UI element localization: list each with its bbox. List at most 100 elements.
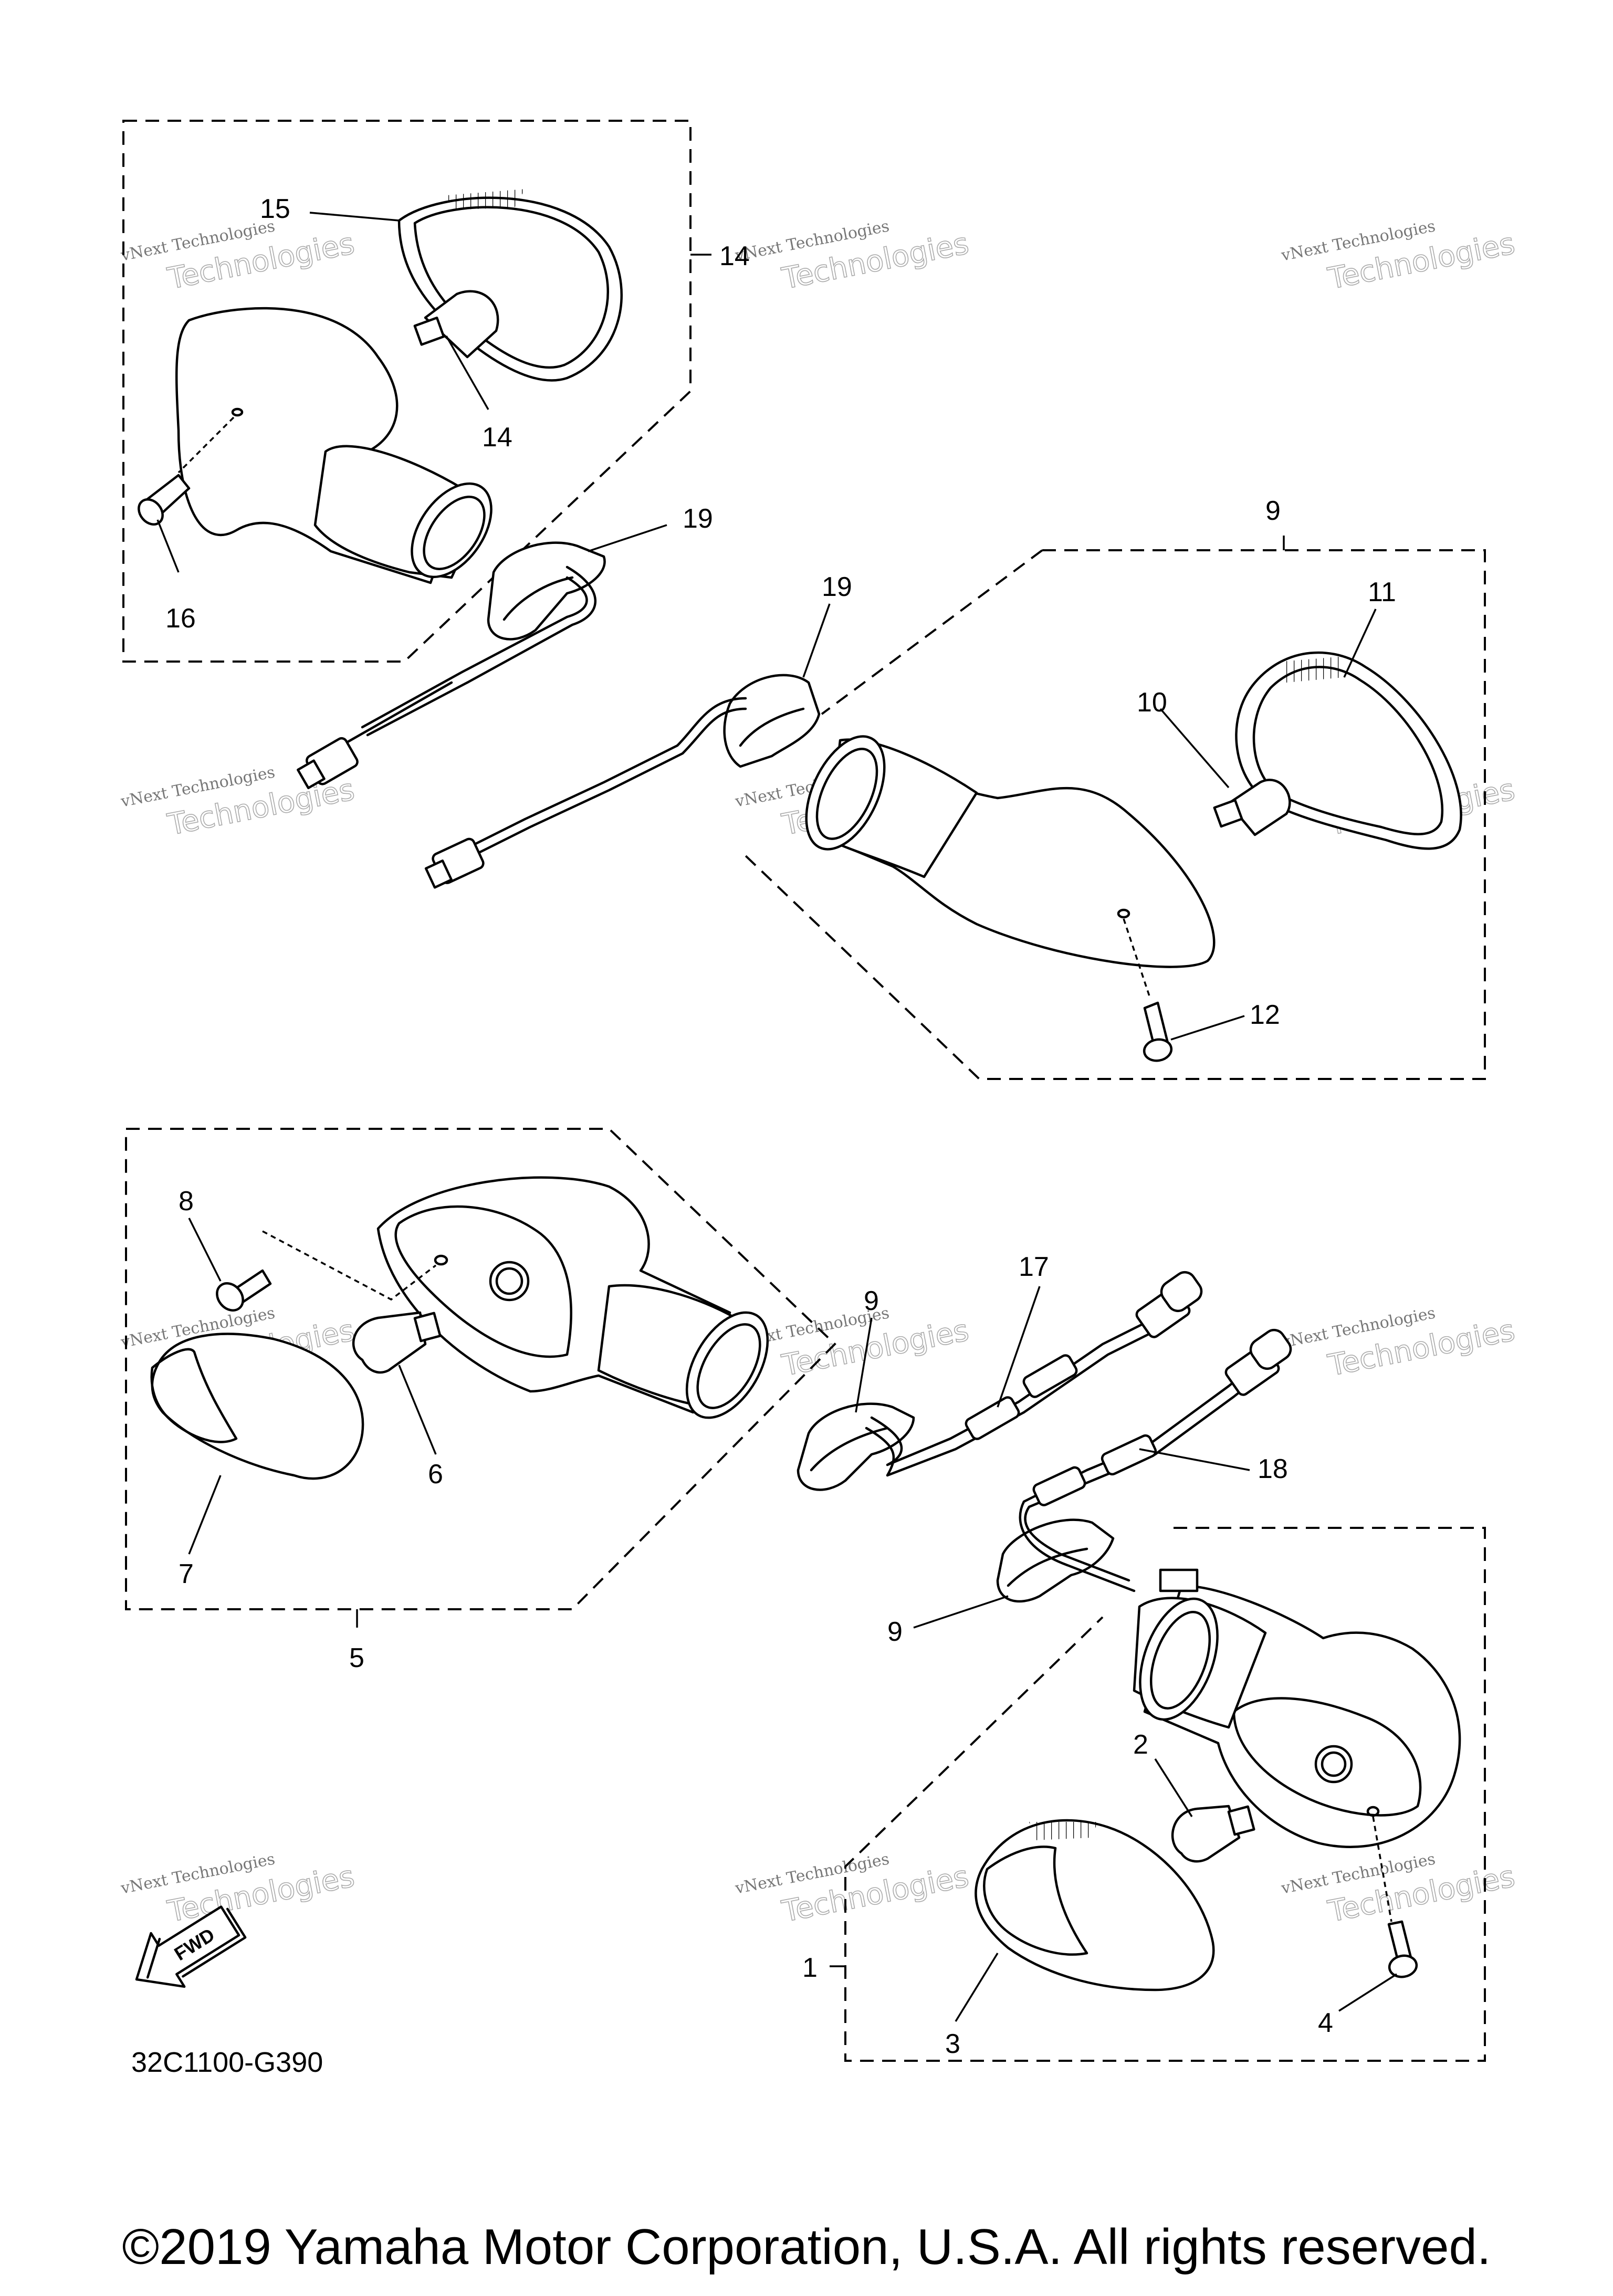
fwd-arrow-icon xyxy=(135,1905,240,1988)
wire-top xyxy=(366,565,596,737)
screw-axis xyxy=(1123,918,1151,998)
callout-2: 2 xyxy=(1133,1729,1148,1760)
screw-axis xyxy=(177,416,235,474)
callout-14-upper: 17 xyxy=(1019,1252,1049,1282)
grommet-9-upper xyxy=(797,1402,915,1491)
callout-9-upper: 9 xyxy=(864,1286,879,1316)
signal-socket-ring xyxy=(411,482,493,579)
callout-13: 12 xyxy=(1250,1000,1280,1030)
bulb-16-base xyxy=(413,317,445,346)
wire-14-lower-sleeve xyxy=(1032,1466,1086,1506)
copyright-notice: ©2019 Yamaha Motor Corporation, U.S.A. A… xyxy=(122,2219,1491,2275)
grommet-19-mid-groove xyxy=(739,707,805,747)
wire-mid xyxy=(460,697,747,852)
bulb-11 xyxy=(1227,779,1291,836)
bulb-2 xyxy=(1171,1805,1241,1863)
callout-15: 14 xyxy=(719,241,750,271)
wire-mid-2 xyxy=(466,707,747,860)
signal-tab xyxy=(1159,1568,1199,1592)
bulb-16 xyxy=(424,290,499,359)
bulb-6-base xyxy=(413,1312,442,1343)
watermark: vNext Technologies Technologies xyxy=(1279,1304,1518,1383)
callout-11: 10 xyxy=(1137,687,1167,718)
grommet-19-top-groove xyxy=(502,576,574,621)
screw-axis xyxy=(1372,1816,1392,1922)
callouts: 15 14 14 16 19 19 9 11 10 12 8 6 7 5 9 1… xyxy=(165,194,1396,2059)
signal-socket-ring-inner xyxy=(1149,1611,1211,1710)
lens-7-grid xyxy=(150,1348,238,1443)
bulb-2-base xyxy=(1227,1805,1255,1836)
turn-signal-assembly-lower-right xyxy=(975,1328,1461,1991)
screw-hole xyxy=(1366,1806,1380,1817)
signal-socket-ring xyxy=(805,735,886,851)
watermark: vNext Technologies Technologies xyxy=(733,1850,972,1930)
screw-13-head xyxy=(1143,1038,1173,1062)
grommet-19-top xyxy=(487,541,606,641)
assembly-5-boundary xyxy=(125,1128,836,1610)
bulb-socket-hole-inner xyxy=(1321,1751,1347,1777)
screw-hole xyxy=(434,1254,448,1266)
screw-hole xyxy=(1117,908,1130,919)
callout-9-lower: 9 xyxy=(887,1617,903,1647)
bulb-6 xyxy=(352,1311,427,1374)
callout-10: 9 xyxy=(1265,496,1281,526)
assembly-10-boundary xyxy=(745,549,1486,1080)
turn-signal-assembly-top-left xyxy=(138,189,623,790)
signal-socket-ring xyxy=(1139,1597,1219,1721)
callout-19-mid: 19 xyxy=(822,572,852,602)
assembly-10-boundary-upper xyxy=(821,549,1043,715)
screw-8-head xyxy=(216,1282,244,1312)
watermark: vNext Technologies Technologies xyxy=(119,217,358,297)
screw-4-head xyxy=(1388,1954,1418,1978)
diagram-code: 32C1100-G390 xyxy=(131,2047,323,2078)
screw-hole xyxy=(231,407,244,417)
callout-12: 11 xyxy=(1368,577,1396,607)
wire-14-lower-sleeve-2 xyxy=(1101,1434,1157,1476)
bulb-socket-hole-inner xyxy=(495,1267,523,1295)
callout-17: 15 xyxy=(260,194,290,224)
callout-7: 7 xyxy=(179,1559,194,1589)
connector-top-tip xyxy=(297,759,326,790)
callout-4: 4 xyxy=(1318,2008,1333,2038)
wire-top-3 xyxy=(340,681,453,747)
callout-6: 6 xyxy=(428,1459,443,1490)
connector-mid-tip xyxy=(424,859,453,889)
lens-texture xyxy=(1029,1822,1097,1840)
callout-19-top: 19 xyxy=(683,504,713,534)
lens-texture xyxy=(1281,656,1344,683)
fwd-arrow-shadow xyxy=(146,1907,247,1979)
signal-body-rim xyxy=(394,1205,572,1358)
connector-14-upper-cap xyxy=(1160,1271,1203,1313)
signal-lens-17 xyxy=(397,196,623,382)
signal-socket-ring xyxy=(685,1311,769,1419)
wire-14-upper-2 xyxy=(865,1332,1151,1477)
callout-18: 16 xyxy=(165,603,196,634)
lens-3-grid xyxy=(983,1846,1088,1956)
grommet-9-lower-groove xyxy=(1007,1547,1088,1587)
assembly-15-boundary xyxy=(122,120,692,663)
wire-14-upper-sleeve xyxy=(965,1396,1020,1440)
signal-lens-7 xyxy=(151,1333,364,1480)
watermark: vNext Technologies Technologies xyxy=(1279,217,1518,297)
signal-socket-ring-inner xyxy=(696,1323,761,1409)
turn-signal-assembly-top-right xyxy=(424,651,1462,1062)
turn-signal-assembly-lower-left xyxy=(150,1176,1203,1491)
watermark: vNext Technologies Technologies xyxy=(119,1850,358,1930)
wire-top-2 xyxy=(361,576,588,729)
wire-14-upper xyxy=(870,1322,1146,1466)
watermark: vNext Technologies Technologies xyxy=(733,1304,972,1383)
callout-14-lower: 18 xyxy=(1258,1454,1288,1484)
connector-14-lower-cap xyxy=(1249,1328,1292,1370)
signal-socket-ring-inner xyxy=(423,496,486,570)
callout-8: 8 xyxy=(179,1186,194,1217)
bulb-11-base xyxy=(1213,799,1243,828)
leader-lines xyxy=(156,212,1397,2022)
screw-axis xyxy=(262,1230,437,1301)
callout-16: 14 xyxy=(482,422,512,453)
callout-5: 5 xyxy=(349,1643,364,1673)
watermark: vNext Technologies Technologies xyxy=(733,217,972,297)
signal-socket-ring-inner xyxy=(815,748,878,840)
grommet-9-upper-groove xyxy=(810,1427,889,1472)
lens-texture xyxy=(446,189,525,210)
